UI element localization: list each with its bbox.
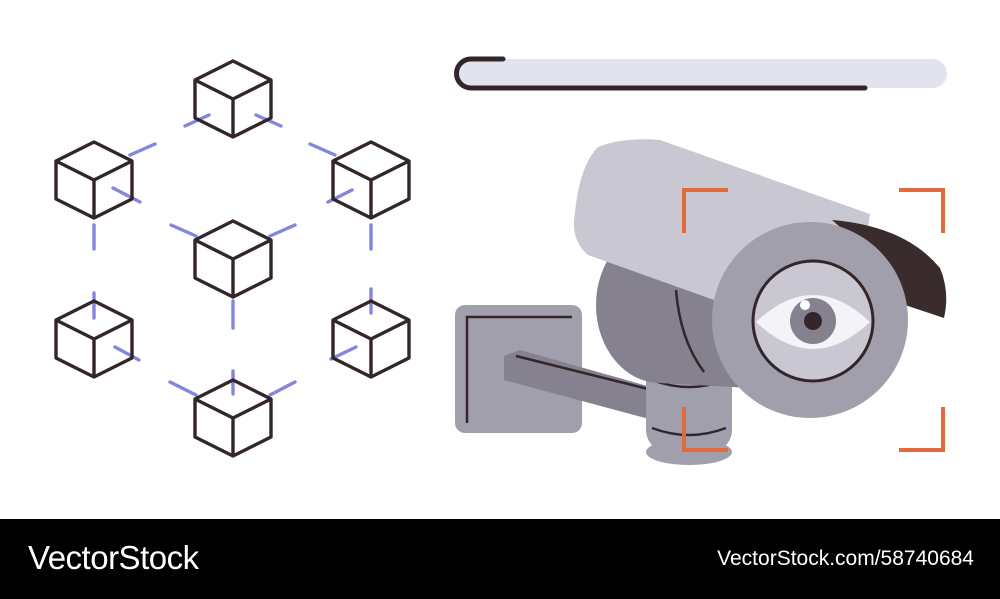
block-cube bbox=[193, 219, 273, 299]
security-camera bbox=[455, 139, 947, 465]
image-id-link[interactable]: VectorStock.com/58740684 bbox=[717, 547, 974, 570]
block-cube bbox=[331, 140, 411, 220]
block-cube bbox=[193, 59, 273, 139]
brand-logo[interactable]: VectorStock bbox=[28, 539, 199, 576]
focus-brackets bbox=[682, 188, 945, 452]
connection-links bbox=[92, 113, 373, 397]
block-cube bbox=[54, 140, 134, 220]
watermark-footer: VectorStock VectorStock.com/58740684 bbox=[0, 519, 1000, 599]
illustration bbox=[54, 56, 947, 465]
blockchain-network bbox=[54, 59, 411, 458]
mount-arm bbox=[504, 350, 690, 430]
pill-bar bbox=[454, 56, 947, 91]
